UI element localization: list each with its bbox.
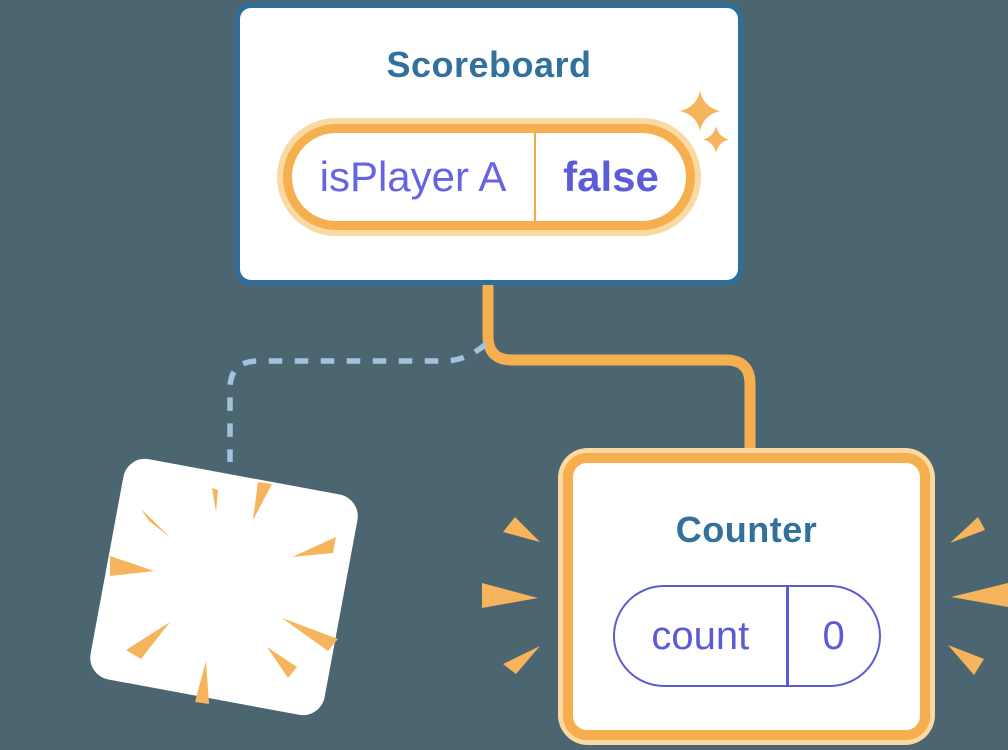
counter-card: Counter count 0: [563, 453, 930, 740]
sparkles-icon: [680, 91, 729, 153]
emphasis-ray: [482, 583, 538, 608]
emphasis-ray: [503, 517, 540, 542]
emphasis-ray: [951, 583, 1008, 607]
poof-ray: [141, 509, 171, 538]
emphasis-ray: [950, 517, 985, 543]
poof-ray: [253, 482, 272, 520]
pill-divider: [534, 133, 536, 221]
poof-ray: [292, 537, 336, 557]
poof-ray: [267, 647, 297, 678]
counter-title: Counter: [675, 509, 818, 550]
connector-line-solid: [482, 284, 756, 452]
removed-card: [90, 458, 358, 716]
scoreboard-title: Scoreboard: [386, 44, 592, 85]
emphasis-ray: [948, 645, 984, 675]
poof-ray: [195, 661, 209, 704]
state-name: isPlayer A: [319, 153, 507, 200]
state-value: 0: [822, 613, 845, 658]
pill-divider: [786, 587, 789, 685]
scoreboard-state-pill: isPlayer A false: [283, 124, 695, 230]
removed-card-body: [90, 458, 358, 716]
poof-ray: [282, 618, 338, 651]
emphasis-ray: [503, 646, 540, 674]
poof-burst-icon: [110, 482, 338, 704]
emphasis-rays-icon: [482, 517, 1008, 675]
poof-ray: [212, 488, 218, 512]
scoreboard-card: Scoreboard isPlayer A false: [235, 3, 743, 285]
sparkle-small: [703, 126, 729, 153]
counter-state-pill: count 0: [612, 585, 881, 687]
poof-ray: [126, 622, 170, 659]
poof-ray: [110, 556, 154, 576]
state-name: count: [651, 613, 750, 658]
counter-card-glow: Counter count 0: [558, 448, 935, 745]
state-value: false: [563, 153, 659, 200]
connector-line-dashed: [227, 341, 488, 462]
sparkle-large: [680, 91, 720, 131]
